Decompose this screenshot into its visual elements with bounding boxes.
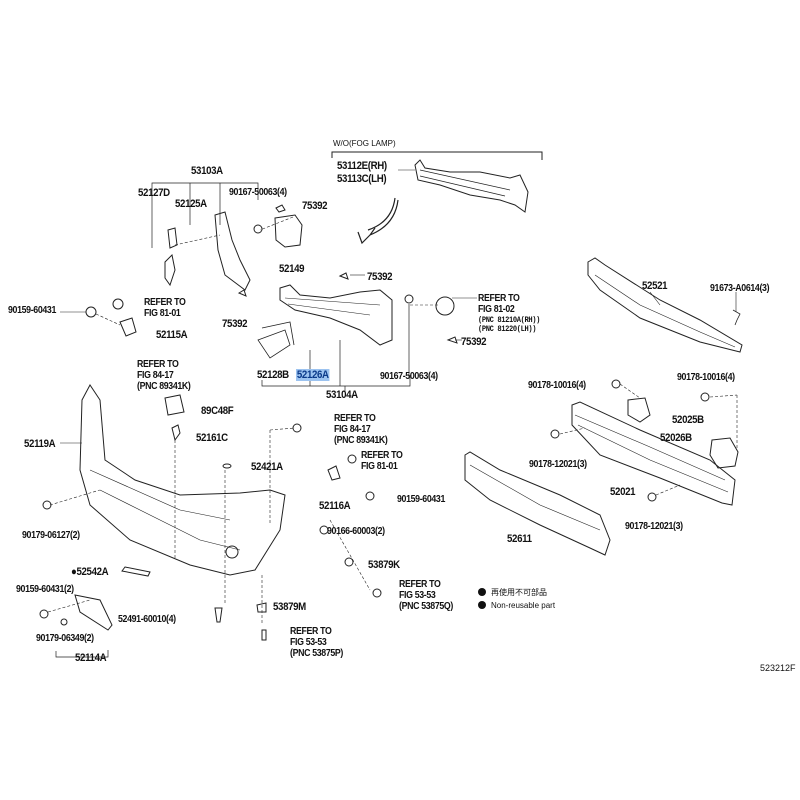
part-90159-60431-c[interactable]: 90159-60431(2) [16, 584, 74, 595]
absorber-52521 [587, 257, 743, 353]
part-52125A[interactable]: 52125A [175, 198, 207, 210]
part-52026B[interactable]: 52026B [660, 432, 692, 444]
part-90178-10016-a[interactable]: 90178-10016(4) [528, 380, 586, 391]
bracket-52025B [627, 397, 651, 423]
part-52025B[interactable]: 52025B [672, 414, 704, 426]
grommet [112, 298, 124, 310]
part-75392-b[interactable]: 75392 [367, 271, 393, 283]
cover-52149 [274, 214, 303, 248]
part-91673-A0614[interactable]: 91673-A0614(3) [710, 283, 770, 294]
part-52128B[interactable]: 52128B [257, 369, 289, 381]
retainer-52116A [327, 465, 341, 481]
fog-cover-part [414, 159, 529, 213]
part-90178-12021-b[interactable]: 90178-12021(3) [625, 521, 683, 532]
part-75392-c[interactable]: 75392 [222, 318, 248, 330]
legend-en: Non-reusable part [478, 601, 555, 610]
part-90167-50063-b[interactable]: 90167-50063(4) [380, 371, 438, 382]
part-75392-d[interactable]: 75392 [461, 336, 487, 348]
refer-fig-53-53-b[interactable]: REFER TO FIG 53-53 (PNC 53875P) [290, 626, 344, 659]
part-52491-60010[interactable]: 52491-60010(4) [118, 614, 176, 625]
refer-fig-84-17-b[interactable]: REFER TO FIG 84-17 (PNC 89341K) [334, 413, 388, 446]
part-52161C[interactable]: 52161C [196, 432, 228, 444]
sensor-bracket [164, 394, 185, 416]
part-52021[interactable]: 52021 [610, 486, 636, 498]
part-90178-10016-b[interactable]: 90178-10016(4) [677, 372, 735, 383]
variant-bracket [331, 151, 543, 160]
part-52149[interactable]: 52149 [279, 263, 305, 275]
part-90159-60431-b[interactable]: 90159-60431 [397, 494, 446, 505]
part-52521[interactable]: 52521 [642, 280, 668, 292]
part-52421A[interactable]: 52421A [251, 461, 283, 473]
strip-52542A [121, 566, 151, 577]
refer-fig-81-01-a[interactable]: REFER TO FIG 81-01 [144, 297, 186, 319]
part-53103A[interactable]: 53103A [191, 165, 223, 177]
part-53112E[interactable]: 53112E(RH) [337, 160, 387, 172]
part-52611[interactable]: 52611 [507, 533, 532, 545]
part-52119A[interactable]: 52119A [24, 438, 56, 450]
bracket-52026B [709, 437, 739, 469]
part-90179-06349[interactable]: 90179-06349(2) [36, 633, 94, 644]
retainer-part [119, 317, 137, 337]
part-90179-06127[interactable]: 90179-06127(2) [22, 530, 80, 541]
bullet-icon [478, 601, 486, 609]
part-75392-a[interactable]: 75392 [302, 200, 328, 212]
refer-fig-84-17-a[interactable]: REFER TO FIG 84-17 (PNC 89341K) [137, 359, 191, 392]
clip-part [164, 227, 178, 287]
refer-fig-81-02-pnc: (PNC 81210A(RH)) (PNC 81220(LH)) [478, 316, 540, 334]
bumper-cover-part [79, 384, 286, 576]
part-53104A[interactable]: 53104A [326, 389, 358, 401]
part-52115A[interactable]: 52115A [156, 329, 188, 341]
absorber-52611 [464, 451, 611, 556]
seal-part [257, 321, 295, 359]
fog-lamp-part [435, 296, 455, 316]
refer-fig-81-01-b[interactable]: REFER TO FIG 81-01 [361, 450, 403, 472]
bullet-icon [478, 588, 486, 596]
part-90166-60003[interactable]: 90166-60003(2) [327, 526, 385, 537]
part-52116A[interactable]: 52116A [319, 500, 351, 512]
bracket-part [214, 211, 251, 291]
part-52126A-selected[interactable]: 52126A [296, 369, 330, 381]
part-90159-60431-a[interactable]: 90159-60431 [8, 305, 57, 316]
part-52542A[interactable]: ●52542A [71, 566, 109, 578]
refer-fig-81-02[interactable]: REFER TO FIG 81-02 [478, 293, 520, 315]
variant-note: W/O(FOG LAMP) [333, 139, 396, 148]
part-90167-50063-a[interactable]: 90167-50063(4) [229, 187, 287, 198]
figure-code: 523212F [760, 663, 796, 673]
refer-fig-53-53-a[interactable]: REFER TO FIG 53-53 (PNC 53875Q) [399, 579, 453, 612]
direction-arrow [357, 199, 399, 245]
part-53879M[interactable]: 53879M [273, 601, 306, 613]
part-90178-12021-a[interactable]: 90178-12021(3) [529, 459, 587, 470]
plate-52114A [74, 594, 113, 631]
part-53879K[interactable]: 53879K [368, 559, 400, 571]
part-89C48F[interactable]: 89C48F [201, 405, 234, 417]
legend-jp: 再使用不可部品 [478, 587, 547, 598]
lower-grille-part [279, 284, 393, 346]
reinforcement-52021 [571, 401, 736, 506]
part-53113C[interactable]: 53113C(LH) [337, 173, 387, 185]
part-52127D[interactable]: 52127D [138, 187, 170, 199]
part-52114A[interactable]: 52114A [75, 652, 107, 664]
